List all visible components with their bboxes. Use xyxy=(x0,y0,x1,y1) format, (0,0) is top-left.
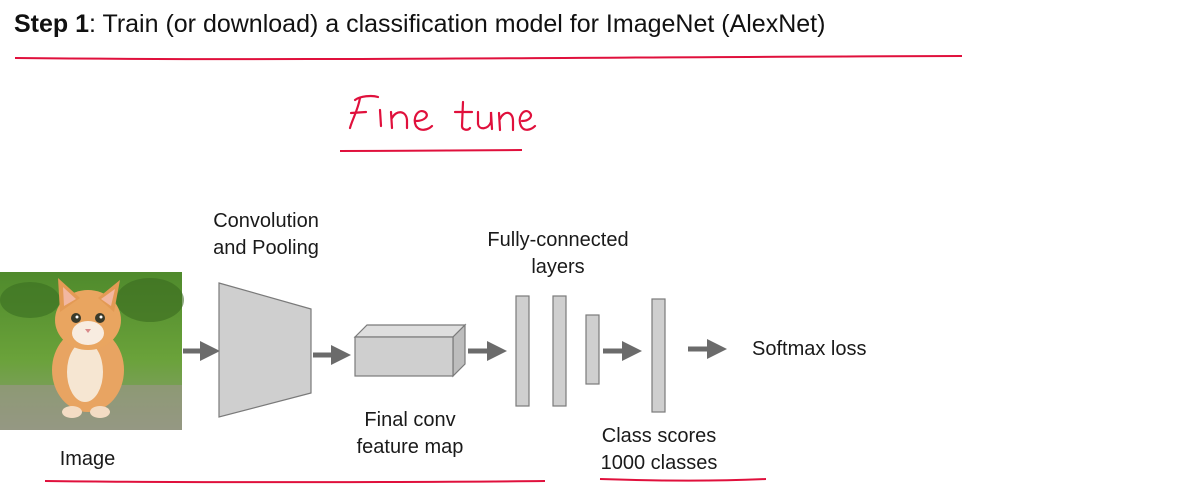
conv-pooling-label: Convolution and Pooling xyxy=(196,208,336,262)
step-title: Step 1: Train (or download) a classifica… xyxy=(14,10,825,39)
bottom-underline-right xyxy=(599,478,767,482)
step-number: Step 1 xyxy=(14,10,90,38)
title-underline xyxy=(14,55,963,61)
fc-layers-label: Fully-connected layers xyxy=(468,227,648,281)
scores-label-line1: Class scores xyxy=(601,425,717,447)
fc-layer-1 xyxy=(515,295,530,407)
scores-label-line2: 1000 classes xyxy=(600,452,718,474)
conv-label-line2: and Pooling xyxy=(213,237,319,259)
image-label: Image xyxy=(59,448,116,470)
feature-map-label: Final conv feature map xyxy=(340,407,480,461)
fc-layer-2 xyxy=(552,295,567,407)
conv-label-line1: Convolution xyxy=(213,210,319,232)
fc-label-line2: layers xyxy=(531,256,585,278)
bottom-underline-left xyxy=(44,480,546,484)
annotation-underline xyxy=(339,149,523,152)
fine-tune-annotation xyxy=(348,94,537,132)
feature-label-line2: feature map xyxy=(356,436,464,458)
class-scores-label: Class scores 1000 classes xyxy=(584,423,734,477)
kitten-image xyxy=(0,272,184,430)
fc-label-line1: Fully-connected xyxy=(487,229,629,251)
softmax-loss-label: Softmax loss xyxy=(752,338,867,360)
step-description: : Train (or download) a classification m… xyxy=(89,10,826,38)
fc-layer-3 xyxy=(585,314,600,385)
feature-map-block xyxy=(353,323,467,378)
class-scores-layer xyxy=(651,298,666,413)
conv-pooling-block xyxy=(218,282,312,418)
feature-label-line1: Final conv xyxy=(364,409,456,431)
